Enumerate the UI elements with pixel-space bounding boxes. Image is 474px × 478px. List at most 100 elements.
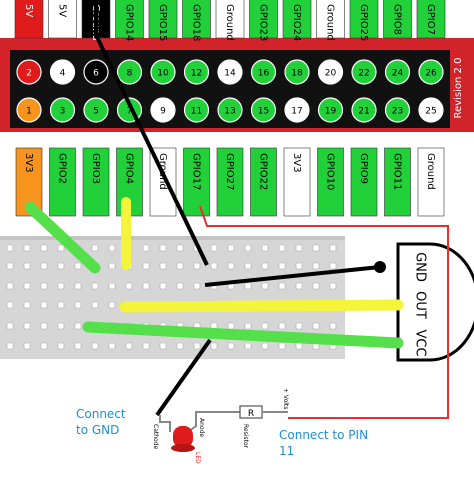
led-base — [171, 444, 195, 452]
top-pin-number-18: 18 — [291, 69, 303, 79]
breadboard-hole — [193, 262, 201, 270]
wire-black-gnd — [204, 265, 381, 287]
top-pin-16 — [250, 59, 277, 85]
breadboard-hole — [108, 262, 116, 270]
breadboard-hole — [57, 322, 65, 330]
top-label-row: 5V5VGroundGPIO14GPIO15GPIO18GroundGPIO23… — [14, 0, 446, 41]
top-pin-number-2: 2 — [26, 69, 32, 79]
top-label-text-3: GPIO14 — [124, 4, 135, 41]
breadboard-hole — [40, 301, 48, 309]
breadboard-edge — [0, 236, 345, 240]
bottom-pin-21 — [351, 97, 377, 123]
top-pin-number-8: 8 — [127, 69, 133, 79]
breadboard-hole — [142, 342, 150, 350]
bottom-pin-number-9: 9 — [160, 107, 166, 117]
breadboard-hole — [278, 262, 286, 270]
bottom-pin-11 — [183, 97, 210, 123]
breadboard-hole — [23, 301, 31, 309]
breadboard-hole — [329, 262, 337, 270]
top-pin-6 — [83, 59, 109, 85]
breadboard-hole — [125, 282, 133, 290]
breadboard-hole — [295, 244, 303, 252]
breadboard-hole — [227, 322, 235, 330]
top-pin-10 — [150, 59, 176, 85]
breadboard-hole — [159, 282, 167, 290]
bottom-label-text-7: GPIO22 — [258, 153, 269, 190]
breadboard-hole — [57, 244, 65, 252]
top-label-text-4: GPIO15 — [157, 4, 168, 41]
breadboard-hole — [142, 244, 150, 252]
sensor-pin-out: OUT — [413, 291, 428, 319]
breadboard-hole — [40, 282, 48, 290]
breadboard-hole — [329, 322, 337, 330]
breadboard-hole — [57, 262, 65, 270]
bottom-label-3v3-8 — [283, 147, 311, 217]
top-label-text-9: Ground — [325, 4, 336, 41]
bottom-label-gpio10-9 — [317, 147, 344, 217]
volts-label: + Volts — [282, 388, 289, 409]
breadboard-hole — [6, 282, 14, 290]
bottom-pin-5 — [83, 97, 109, 123]
bottom-pin-number-15: 15 — [258, 107, 269, 117]
breadboard-hole — [244, 282, 252, 290]
bottom-label-gpio22-7 — [250, 147, 277, 217]
breadboard-hole — [74, 282, 82, 290]
bottom-pin-number-7: 7 — [127, 107, 133, 117]
breadboard-hole — [312, 262, 320, 270]
bottom-pin-number-25: 25 — [425, 107, 436, 117]
breadboard-hole — [278, 322, 286, 330]
breadboard-hole — [6, 262, 14, 270]
top-pin-20 — [317, 59, 344, 85]
breadboard-hole — [244, 262, 252, 270]
top-pin-12 — [183, 59, 210, 85]
bottom-pin-number-1: 1 — [26, 107, 32, 117]
breadboard-hole — [91, 282, 99, 290]
sensor-pin-gnd: GND — [413, 252, 428, 282]
top-label-text-7: GPIO23 — [258, 4, 269, 41]
bottom-label-text-6: GPIO27 — [224, 153, 235, 190]
bottom-label-text-11: GPIO11 — [392, 153, 403, 190]
breadboard-hole — [227, 262, 235, 270]
breadboard-hole — [244, 342, 252, 350]
top-pin-14 — [217, 59, 243, 85]
bottom-label-text-3: GPIO4 — [124, 153, 135, 184]
bottom-pin-number-11: 11 — [191, 107, 202, 117]
top-pin-18 — [284, 59, 310, 85]
breadboard-hole — [159, 342, 167, 350]
top-label-gpio14-3 — [115, 0, 144, 39]
bottom-label-gpio3-2 — [82, 147, 110, 217]
bottom-label-gpio9-10 — [350, 147, 378, 217]
bottom-pin-number-13: 13 — [224, 107, 235, 117]
breadboard-hole — [176, 282, 184, 290]
breadboard-hole — [312, 282, 320, 290]
bottom-label-text-2: GPIO3 — [90, 153, 101, 184]
bottom-label-text-1: GPIO2 — [57, 153, 68, 184]
breadboard-hole — [74, 262, 82, 270]
top-pin-number-26: 26 — [425, 69, 437, 79]
wire-green-vcc — [82, 321, 404, 349]
breadboard-hole — [278, 342, 286, 350]
top-pin-number-10: 10 — [157, 69, 169, 79]
gnd-junction-dot — [374, 261, 386, 273]
breadboard-hole — [23, 262, 31, 270]
bottom-pin-3 — [49, 97, 76, 123]
top-pin-22 — [351, 59, 377, 85]
resistor-label: Resistor — [242, 424, 249, 449]
top-label-text-8: GPIO24 — [291, 4, 302, 41]
breadboard-hole — [176, 342, 184, 350]
bottom-pin-number-5: 5 — [93, 107, 99, 117]
top-pin-number-12: 12 — [191, 69, 202, 79]
breadboard-hole — [193, 282, 201, 290]
top-pin-number-4: 4 — [60, 69, 66, 79]
top-pin-number-6: 6 — [93, 69, 99, 79]
top-pin-number-14: 14 — [224, 69, 236, 79]
breadboard-hole — [108, 282, 116, 290]
top-label-5v-0 — [14, 0, 44, 39]
breadboard-hole — [227, 342, 235, 350]
breadboard-hole — [40, 322, 48, 330]
top-label-text-6: Ground — [224, 4, 235, 41]
wire-red-pin11 — [199, 205, 449, 419]
top-label-text-1: 5V — [57, 4, 68, 17]
bottom-pin-25 — [418, 97, 444, 123]
